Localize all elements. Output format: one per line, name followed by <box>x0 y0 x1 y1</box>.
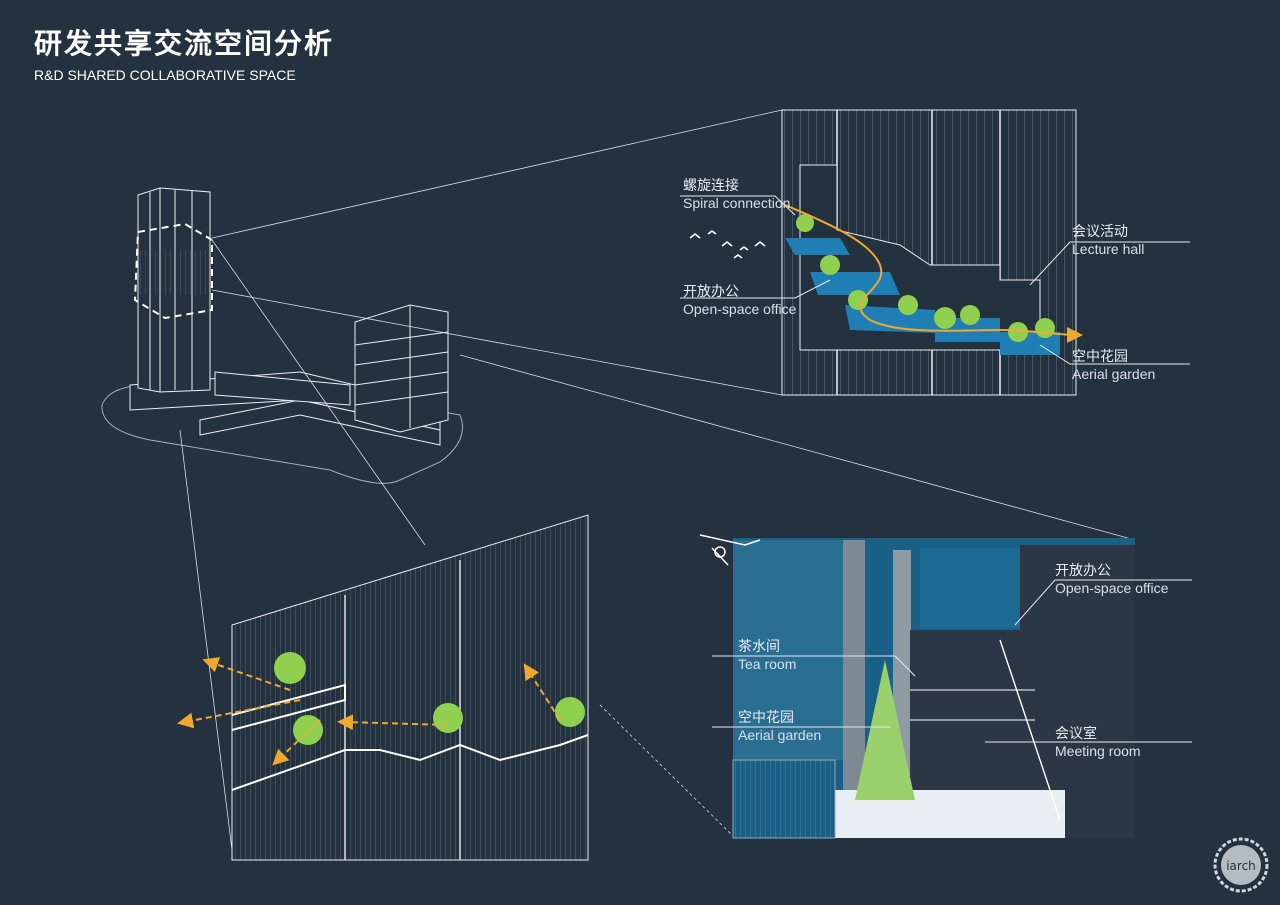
callout-en: Spiral connection <box>683 195 790 212</box>
detail-spiral-floors <box>690 110 1076 395</box>
callout-spiral-connection: 螺旋连接 Spiral connection <box>683 178 790 212</box>
callout-en: Lecture hall <box>1072 241 1144 258</box>
callout-zh: 空中花园 <box>1072 349 1155 366</box>
callout-zh: 螺旋连接 <box>683 178 790 195</box>
callout-open-space-office-2: 开放办公 Open-space office <box>1055 563 1168 597</box>
callout-en: Tea room <box>738 656 796 673</box>
callout-en: Aerial garden <box>738 727 821 744</box>
building-axonometric <box>102 188 463 483</box>
callout-en: Open-space office <box>1055 580 1168 597</box>
callout-zh: 开放办公 <box>683 284 796 301</box>
iarch-logo-icon: iarch <box>1212 836 1270 894</box>
callout-zh: 会议活动 <box>1072 224 1144 241</box>
callout-zh: 开放办公 <box>1055 563 1168 580</box>
callout-aerial-garden: 空中花园 Aerial garden <box>1072 349 1155 383</box>
callout-open-space-office: 开放办公 Open-space office <box>683 284 796 318</box>
callout-zh: 茶水间 <box>738 639 796 656</box>
callout-aerial-garden-2: 空中花园 Aerial garden <box>738 710 821 744</box>
callout-lecture-hall: 会议活动 Lecture hall <box>1072 224 1144 258</box>
callout-zh: 会议室 <box>1055 726 1141 743</box>
callout-meeting-room: 会议室 Meeting room <box>1055 726 1141 760</box>
callout-en: Open-space office <box>683 301 796 318</box>
callout-tea-room: 茶水间 Tea room <box>738 639 796 673</box>
detail-section-floors <box>185 515 588 860</box>
callout-en: Aerial garden <box>1072 366 1155 383</box>
birds-icon <box>690 231 765 258</box>
callout-zh: 空中花园 <box>738 710 821 727</box>
callout-en: Meeting room <box>1055 743 1141 760</box>
svg-text:iarch: iarch <box>1226 859 1256 873</box>
